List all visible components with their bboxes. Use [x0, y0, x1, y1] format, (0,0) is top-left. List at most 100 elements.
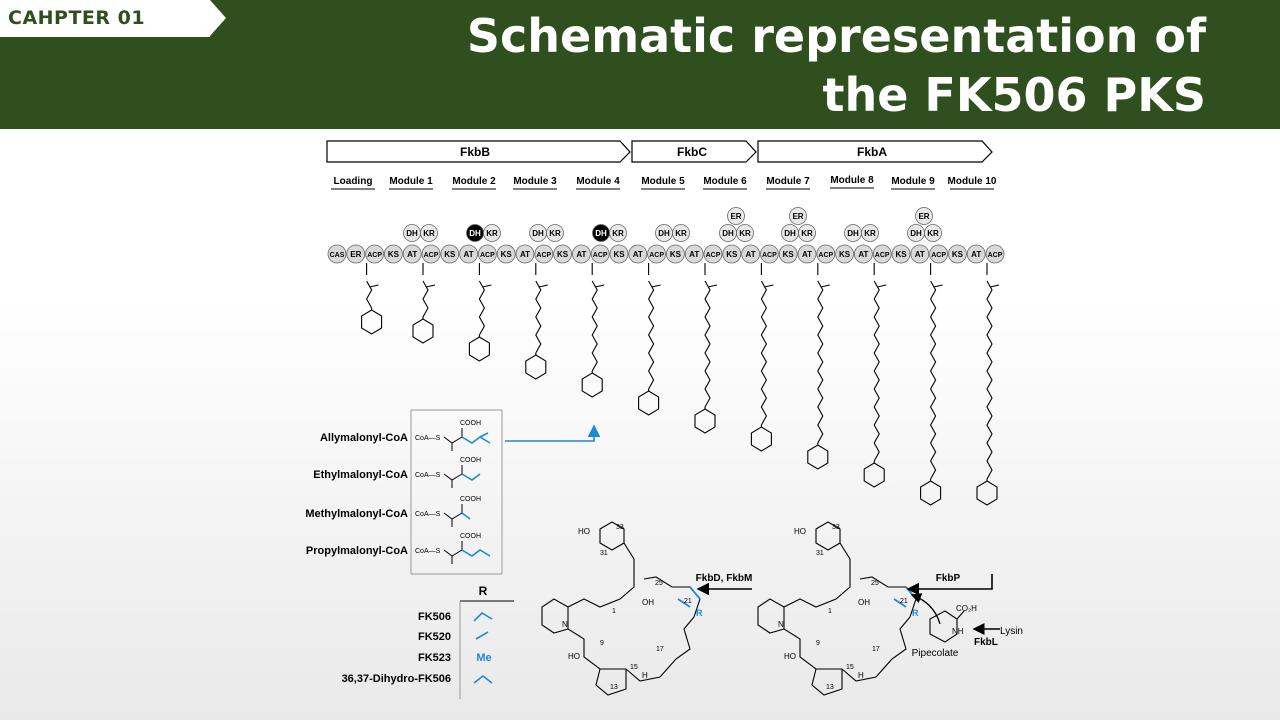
domain-acp-23: ACP: [760, 244, 779, 264]
domain-acp-35: ACP: [985, 244, 1005, 264]
domain-at-25: AT: [797, 244, 817, 264]
intermediate-5: [638, 263, 661, 416]
domain-label: AT: [746, 250, 756, 259]
domain-ks-27: KS: [835, 244, 854, 264]
kr-label: KR: [864, 229, 876, 238]
domain-ks-6: KS: [440, 244, 460, 264]
domain-ks-18: KS: [666, 244, 685, 264]
gene-label-fkba: FkbA: [857, 145, 887, 159]
coa-label: CoA—S: [415, 435, 441, 442]
domain-acp-8: ACP: [477, 244, 497, 264]
atom-13-label: 13: [826, 684, 834, 691]
domain-ks-33: KS: [948, 244, 967, 264]
atom-31-label: 31: [600, 550, 608, 557]
domain-label: AT: [464, 250, 474, 259]
intermediates: [361, 263, 1000, 506]
domain-at-22: AT: [741, 244, 760, 264]
cooh-label: COOH: [460, 533, 481, 540]
r-propyl-glyph: [473, 674, 493, 684]
domain-label: KS: [895, 250, 907, 259]
domain-ks-21: KS: [722, 244, 742, 264]
domain-label: AT: [633, 250, 643, 259]
oh-24-label: OH: [642, 598, 654, 607]
domain-label: ACP: [875, 252, 890, 259]
domain-label: AT: [858, 250, 868, 259]
extender-name: Propylmalonyl-CoA: [306, 545, 408, 557]
domain-label: ACP: [988, 252, 1003, 259]
ho-10-label: HO: [568, 652, 580, 661]
domain-ks-9: KS: [496, 244, 516, 264]
intermediate-1: [412, 263, 436, 344]
atom-31-label: 31: [816, 550, 824, 557]
module-label-10: Module 10: [948, 176, 997, 187]
allylmalonyl-arrow: [505, 424, 601, 442]
domain-label: CAS: [330, 252, 345, 259]
domain-label: KS: [388, 250, 400, 259]
title-bar: CAHPTER 01 Schematic representation of t…: [0, 0, 1280, 129]
er-label: ER: [730, 212, 741, 221]
r-methyl-label: Me: [476, 652, 491, 664]
atom-17-label: 17: [872, 646, 880, 653]
tailoring-enzymes: FkbD, FkbM: [696, 573, 753, 584]
domain-label: AT: [915, 250, 925, 259]
module-label-0: Loading: [334, 176, 373, 187]
domain-at-16: AT: [628, 244, 648, 264]
h-label: H: [642, 671, 648, 680]
domain-label: KS: [783, 250, 795, 259]
n-label: N: [778, 620, 784, 629]
ho-10-label: HO: [784, 652, 796, 661]
domain-at-10: AT: [515, 244, 535, 264]
kr-label: KR: [801, 229, 813, 238]
oh-24-label: OH: [858, 598, 870, 607]
r-group-label: R: [912, 608, 919, 618]
kr-label: KR: [927, 229, 939, 238]
r-table-header: R: [479, 584, 488, 598]
domain-acp-26: ACP: [816, 244, 836, 264]
kr-label: KR: [423, 229, 435, 238]
chapter-tag-arrow: [210, 0, 226, 36]
module-label-5: Module 5: [641, 176, 685, 187]
coa-label: CoA—S: [415, 548, 441, 555]
h-label: H: [858, 671, 864, 680]
domain-ks-24: KS: [778, 244, 798, 264]
atom-33-label: 33: [616, 524, 624, 531]
atom-1-label: 1: [612, 608, 616, 615]
r-allyl-glyph: [473, 611, 493, 622]
er-domain: [915, 207, 933, 225]
dh-label: DH: [532, 229, 544, 238]
domain-label: ACP: [593, 252, 608, 259]
domain-acp-17: ACP: [647, 244, 666, 264]
extender-units-panel: [410, 409, 503, 575]
domain-ks-12: KS: [553, 244, 572, 264]
module-label-9: Module 9: [891, 176, 935, 187]
pipecolate-incorporation-arrow: [910, 593, 941, 625]
domain-label: KS: [726, 250, 738, 259]
ho-33-label: HO: [794, 527, 806, 536]
domain-label: KS: [444, 250, 456, 259]
r-ethyl-glyph: [475, 631, 489, 640]
coa-label: CoA—S: [415, 472, 441, 479]
domain-er-1: ER: [346, 244, 366, 264]
domain-label: AT: [971, 250, 981, 259]
n-label: N: [562, 620, 568, 629]
lysine-enzyme: FkbL: [974, 637, 998, 648]
domain-label: AT: [802, 250, 812, 259]
domain-ks-3: KS: [383, 244, 403, 264]
slide-title-line-2: the FK506 PKS: [822, 68, 1206, 122]
kr-label: KR: [739, 229, 751, 238]
domain-at-4: AT: [402, 244, 422, 264]
domain-ks-30: KS: [891, 244, 911, 264]
domain-label: KS: [670, 250, 682, 259]
dh-label: DH: [847, 229, 859, 238]
